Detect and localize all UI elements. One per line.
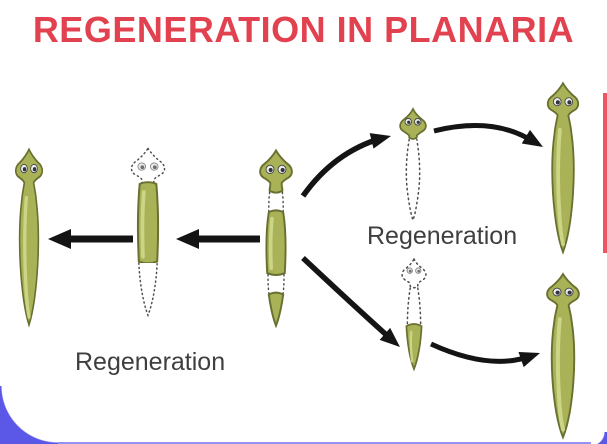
backdrop-bottom-edge [0, 442, 607, 444]
regeneration-label-left: Regeneration [75, 348, 226, 376]
planaria-head-fragment-figure [399, 107, 427, 223]
regeneration-label-right: Regeneration [367, 222, 518, 250]
planaria-complete-left-figure [14, 147, 44, 328]
arrow-left-outer [48, 229, 133, 249]
backdrop-corner-bottom-right [591, 432, 607, 444]
cut-line [267, 273, 270, 294]
planaria-complete-top-right-figure [546, 81, 580, 255]
edge-accent-red-strip [603, 93, 607, 253]
backdrop-corner-bottom-left [0, 386, 58, 444]
cut-line [281, 191, 284, 213]
arrow-head-fragment-to-complete [433, 123, 543, 147]
arrow-curved-to-head-fragment [300, 133, 391, 198]
planaria-complete-bottom-right-figure [546, 272, 580, 440]
arrow-curved-to-tail-fragment [301, 255, 400, 347]
cut-line [282, 273, 285, 294]
cut-line [268, 191, 271, 213]
arrow-tail-fragment-to-complete [429, 341, 540, 368]
arrow-left-inner [176, 229, 260, 249]
planaria-cut-source-figure [259, 148, 293, 329]
planaria-tail-fragment-figure [401, 257, 427, 372]
page-title: REGENERATION IN PLANARIA [32, 9, 575, 50]
planaria-midbody-fragment-figure [130, 146, 166, 318]
